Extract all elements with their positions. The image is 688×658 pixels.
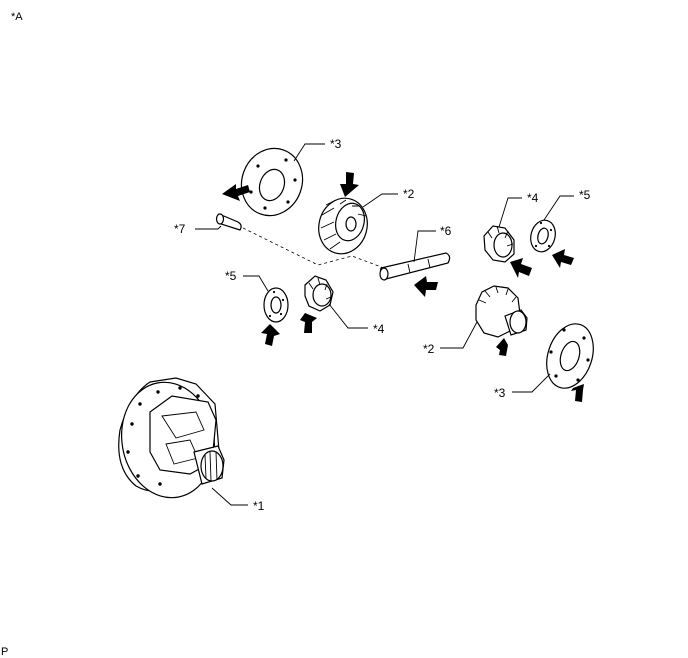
callout-5-left: *5 [225, 269, 237, 283]
differential-case [118, 377, 225, 499]
lube-arrow-pinion-washer-right [552, 249, 574, 268]
leader-c5b [543, 195, 574, 221]
pinion-shaft [379, 252, 451, 281]
lube-arrow-pinion-washer-left [261, 324, 280, 346]
figure-code-label: P [1, 646, 9, 658]
thrust-washer-upper-left [240, 147, 304, 217]
lube-arrow-side-gear-lower [496, 338, 508, 356]
callout-6: *6 [440, 224, 452, 238]
leader-c7 [195, 225, 222, 230]
thrust-washer-lower-right [546, 323, 594, 389]
side-gear-upper [318, 197, 368, 255]
leader-c5a [243, 275, 269, 292]
callout-4-right: *4 [527, 191, 539, 205]
callout-4-left: *4 [373, 322, 385, 336]
view-tag-label: *A [11, 11, 23, 23]
lock-pin [215, 213, 242, 231]
leader-c3b [512, 373, 551, 393]
pinion-washer-right [530, 219, 556, 253]
lube-arrow-pinion-gear-left [300, 313, 317, 333]
leader-c2a [362, 193, 398, 208]
callout-2-lower: *2 [423, 342, 435, 356]
lube-arrow-washer-lower-right [571, 384, 584, 402]
lube-arrow-side-gear-upper [340, 172, 359, 197]
leader-c1 [211, 487, 248, 506]
lube-arrow-washer-upper-left [222, 184, 250, 201]
callout-3-lower: *3 [494, 386, 506, 400]
lube-arrow-pinion-shaft [414, 276, 438, 297]
callout-1: *1 [253, 499, 265, 513]
leader-c4b [498, 197, 522, 228]
lube-arrow-pinion-gear-right [510, 258, 532, 278]
leader-c6 [413, 230, 436, 263]
pinion-washer-left [263, 287, 289, 323]
pinion-gear-left [304, 275, 334, 312]
callout-2-upper: *2 [403, 187, 415, 201]
leader-c2b [440, 321, 478, 349]
callout-3-upper: *3 [330, 137, 342, 151]
callout-7: *7 [174, 222, 186, 236]
side-gear-lower [475, 285, 528, 338]
leader-c4a [328, 303, 368, 329]
pinion-gear-right [483, 225, 515, 263]
callout-5-right: *5 [579, 188, 591, 202]
leader-c3a [293, 143, 325, 162]
